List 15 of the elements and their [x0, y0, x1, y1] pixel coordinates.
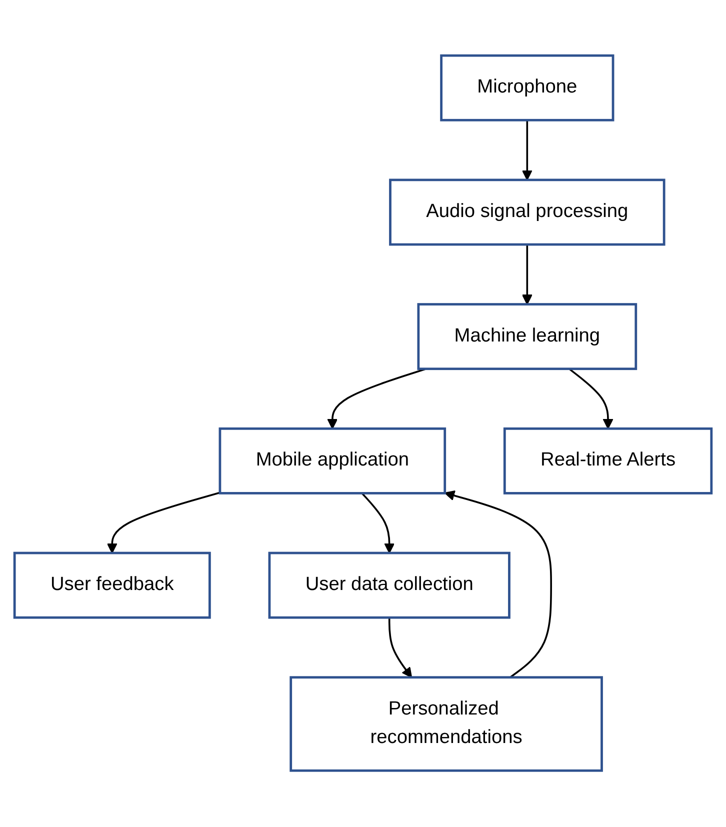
- node-box: User feedback: [13, 552, 211, 620]
- arrow: [106, 492, 220, 554]
- arrow: [568, 368, 614, 430]
- arrow: [361, 493, 395, 554]
- node-box: Audio signal processing: [389, 179, 666, 246]
- arrow: [522, 120, 532, 181]
- node-box: User data collection: [268, 552, 510, 620]
- node-box: Personalized recommendations: [290, 676, 603, 772]
- node-box: Machine learning: [417, 304, 638, 370]
- arrow: [522, 244, 532, 306]
- node-box: Microphone: [440, 54, 614, 122]
- node-box: Real-time Alerts: [503, 428, 713, 495]
- arrow: [444, 490, 552, 678]
- node-box: Mobile application: [218, 428, 446, 495]
- arrow: [388, 618, 412, 678]
